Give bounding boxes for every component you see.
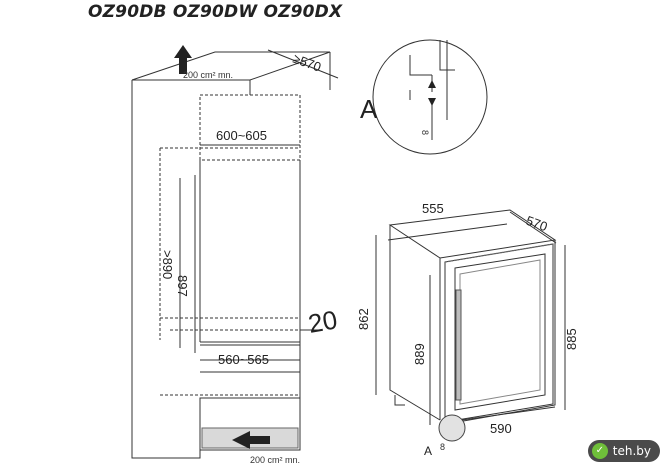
detail-a	[372, 39, 488, 155]
vent-top-label: 200 cm² mn.	[183, 70, 233, 80]
detail-a-marker	[438, 414, 466, 442]
height-total-label: 885	[564, 328, 579, 350]
appliance-outline	[388, 209, 557, 424]
vent-in-arrow	[232, 431, 270, 449]
vent-bottom-label: 200 cm² mn.	[250, 455, 300, 465]
niche-min-label: >890	[160, 250, 175, 279]
model-title: OZ90DB OZ90DW OZ90DX	[88, 2, 343, 22]
height-front-label: 889	[412, 343, 427, 365]
detail-gap-label: 8	[420, 130, 430, 135]
cabinet-dimension-lines	[179, 49, 339, 373]
appliance-hinge-strip	[444, 243, 554, 263]
depth-label-appliance: 570	[524, 213, 550, 235]
width-label: 555	[422, 201, 444, 216]
teh-logo-icon: ✓	[591, 443, 608, 459]
door-width-label: 590	[490, 421, 512, 436]
vent-up-arrow	[174, 45, 192, 74]
gap-8-label: 8	[440, 442, 445, 452]
detail-a-pointer-label: A	[424, 444, 432, 458]
bottom-width-label: 560~565	[218, 352, 269, 367]
niche-height-label: 897	[175, 275, 190, 297]
gap-label: 20	[306, 304, 340, 339]
detail-arrow-up	[428, 98, 436, 106]
watermark-badge: ✓ teh.by	[587, 440, 660, 462]
detail-label: A	[360, 94, 378, 124]
cabinet-outline	[131, 51, 331, 459]
door-handle	[455, 289, 462, 401]
depth-label: ≥570	[291, 51, 323, 75]
detail-arrow-down	[428, 80, 436, 88]
watermark-text: teh.by	[612, 444, 651, 458]
width-range-label: 600~605	[216, 128, 267, 143]
appliance-dimension-lines	[375, 211, 566, 425]
height-body-label: 862	[356, 308, 371, 330]
